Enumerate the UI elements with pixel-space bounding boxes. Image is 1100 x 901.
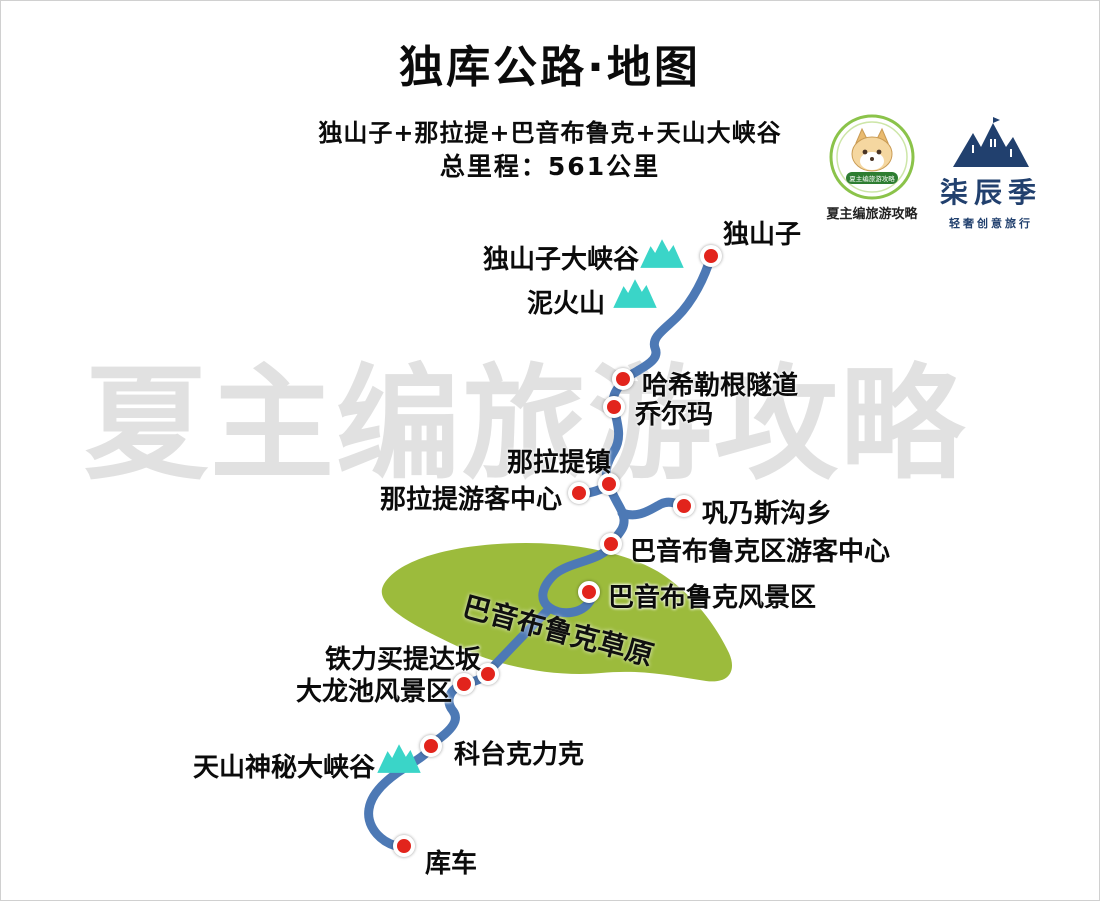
route-line-main [538,251,716,618]
stop-label: 铁力买提达坂 [324,645,481,675]
stop-label: 巩乃斯沟乡 [702,499,833,529]
stop-label: 独山子 [723,220,802,250]
stop-label: 科台克力克 [454,740,585,770]
stop-label: 哈希勒根隧道 [642,371,799,401]
brand-name: 柒辰季 [939,176,1042,209]
stop-marker [612,368,634,390]
stop-label: 巴音布鲁克区游客中心 [630,537,891,567]
stop-marker [600,533,622,555]
stop-marker [477,663,499,685]
stop-marker [393,835,415,857]
mountain-icon [377,744,421,773]
stop-label: 那拉提游客中心 [379,485,562,515]
total-distance: 总里程：561公里 [439,152,661,181]
mascot-badge-icon: 夏主编旅游攻略 [829,114,915,200]
stop-label: 巴音布鲁克风景区 [608,583,817,613]
stop-label: 库车 [425,849,478,879]
landmark-label: 泥火山 [526,289,605,319]
stop-marker [603,396,625,418]
brand-logo: 柒辰季 轻奢创意旅行 [929,117,1053,231]
stop-marker [598,473,620,495]
editor-badge-logo: 夏主编旅游攻略 夏主编旅游攻略 [826,113,918,222]
page-title: 独库公路·地图 [399,42,701,93]
brand-mountain-icon [953,117,1029,167]
stop-marker [673,495,695,517]
landmark-label: 独山子大峡谷 [482,245,639,275]
brand-tagline: 轻奢创意旅行 [949,217,1033,230]
stop-marker [578,581,600,603]
stop-label: 那拉提镇 [507,448,612,478]
stop-label: 大龙池风景区 [295,677,452,707]
badge-ribbon-text: 夏主编旅游攻略 [849,174,895,183]
landmark-label: 天山神秘大峡谷 [192,753,375,783]
stop-marker [568,482,590,504]
stop-marker [453,673,475,695]
watermark-text: 夏主编旅游攻略 [84,353,967,497]
stop-label: 乔尔玛 [635,400,714,430]
route-summary: 独山子+那拉提+巴音布鲁克+天山大峡谷 [318,119,782,147]
mountain-icon [613,279,657,308]
stop-marker [700,245,722,267]
mountain-icon [640,239,684,268]
badge-caption: 夏主编旅游攻略 [826,207,918,222]
stop-marker [420,735,442,757]
